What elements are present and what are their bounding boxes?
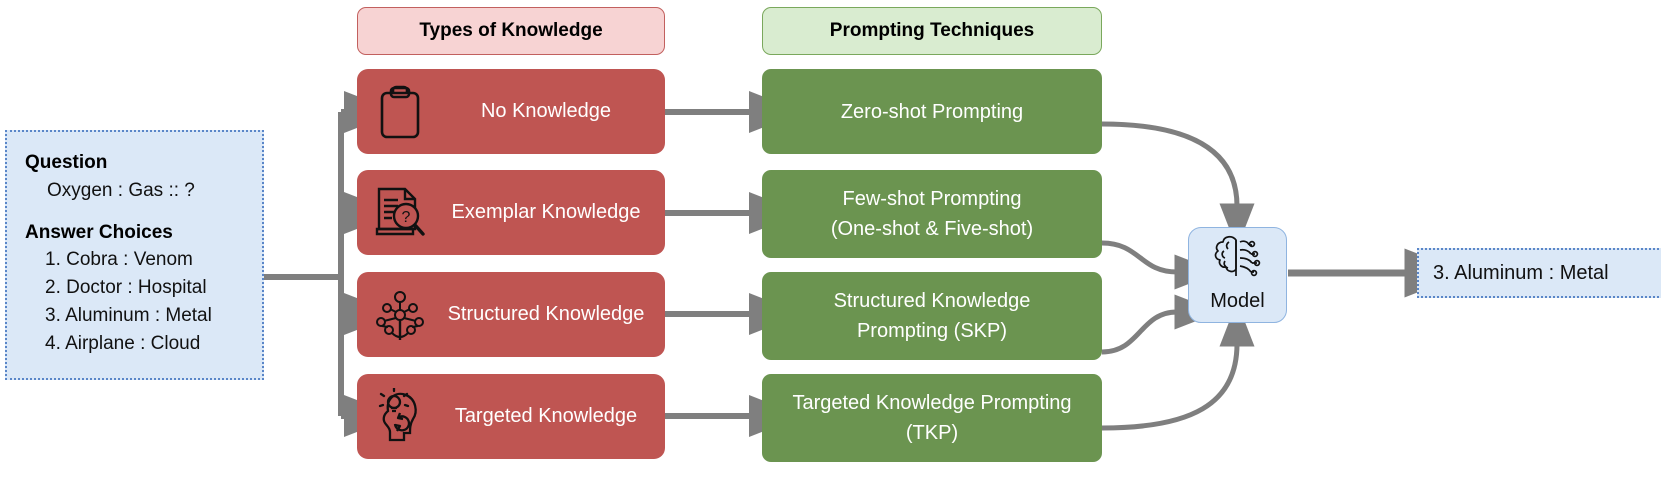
output-answer-box: 3. Aluminum : Metal bbox=[1417, 248, 1661, 298]
list-item: 2. Doctor : Hospital bbox=[45, 277, 207, 298]
list-item: 1. Cobra : Venom bbox=[45, 249, 193, 270]
knowledge-graph-icon bbox=[363, 280, 437, 350]
question-heading: Question bbox=[25, 152, 108, 173]
column-header-prompting-techniques: Prompting Techniques bbox=[762, 7, 1102, 55]
prompting-box-few-shot[interactable]: Few-shot Prompting (One-shot & Five-shot… bbox=[762, 170, 1102, 258]
prompting-label-line2: Prompting (SKP) bbox=[856, 320, 1008, 342]
knowledge-label: Exemplar Knowledge bbox=[451, 201, 641, 223]
prompting-label-line1: Zero-shot Prompting bbox=[840, 100, 1024, 123]
prompting-label-line2: (One-shot & Five-shot) bbox=[830, 218, 1034, 240]
question-text: Oxygen : Gas :: ? bbox=[47, 180, 195, 201]
prompting-box-tkp[interactable]: Targeted Knowledge Prompting (TKP) bbox=[762, 374, 1102, 462]
brain-circuit-icon bbox=[1207, 234, 1269, 289]
knowledge-label: Structured Knowledge bbox=[447, 303, 645, 325]
prompting-box-zero-shot[interactable]: Zero-shot Prompting bbox=[762, 69, 1102, 154]
knowledge-box-targeted-knowledge[interactable]: Targeted Knowledge bbox=[357, 374, 665, 459]
model-label: Model bbox=[1210, 290, 1265, 312]
column-header-types-of-knowledge: Types of Knowledge bbox=[357, 7, 665, 55]
question-panel: Question Oxygen : Gas :: ? Answer Choice… bbox=[5, 130, 264, 380]
clipboard-icon bbox=[363, 77, 437, 147]
knowledge-box-no-knowledge[interactable]: No Knowledge bbox=[357, 69, 665, 154]
prompting-label-line1: Structured Knowledge bbox=[833, 290, 1031, 312]
model-node[interactable]: Model bbox=[1188, 227, 1287, 323]
knowledge-label: Targeted Knowledge bbox=[454, 405, 638, 427]
knowledge-box-structured-knowledge[interactable]: Structured Knowledge bbox=[357, 272, 665, 357]
head-lightbulb-refresh-icon bbox=[363, 382, 437, 452]
answer-choices-heading: Answer Choices bbox=[25, 222, 173, 243]
knowledge-box-exemplar-knowledge[interactable]: ? Exemplar Knowledge bbox=[357, 170, 665, 255]
list-item: 3. Aluminum : Metal bbox=[45, 305, 212, 326]
prompting-box-skp[interactable]: Structured Knowledge Prompting (SKP) bbox=[762, 272, 1102, 360]
prompting-label-line1: Targeted Knowledge Prompting bbox=[792, 392, 1072, 414]
svg-text:?: ? bbox=[402, 209, 411, 226]
answer-choices-list: 1. Cobra : Venom 2. Doctor : Hospital 3.… bbox=[25, 246, 262, 358]
knowledge-label: No Knowledge bbox=[480, 100, 612, 122]
prompting-label-line2: (TKP) bbox=[905, 422, 959, 444]
document-magnifier-question-icon: ? bbox=[363, 178, 437, 248]
prompting-label-line1: Few-shot Prompting bbox=[842, 188, 1022, 210]
output-answer-text: 3. Aluminum : Metal bbox=[1433, 261, 1609, 284]
list-item: 4. Airplane : Cloud bbox=[45, 333, 201, 354]
